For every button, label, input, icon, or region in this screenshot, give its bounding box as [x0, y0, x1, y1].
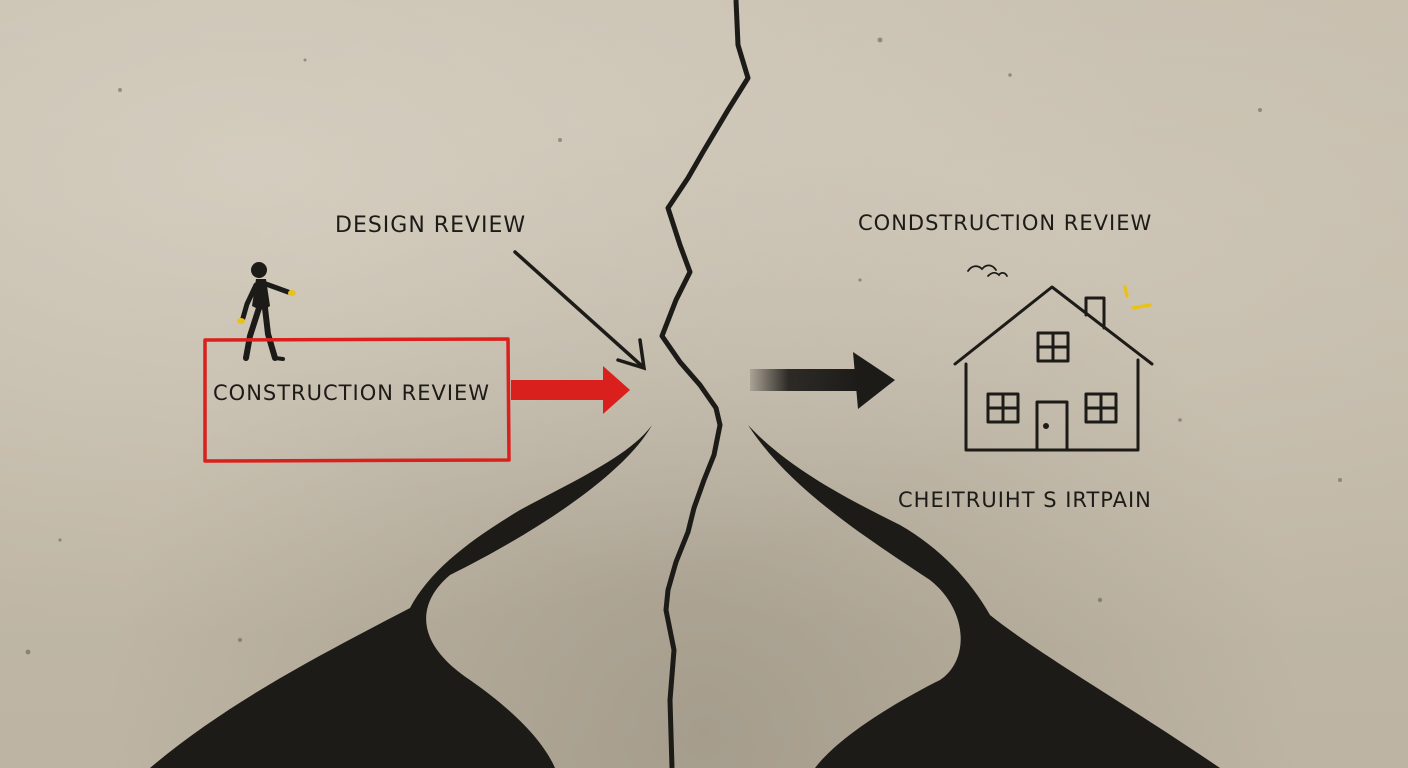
right-chasm [748, 425, 1220, 768]
design-review-label: DESIGN REVIEW [335, 213, 526, 238]
house-icon [953, 285, 1154, 452]
construction-review-left-label: CONSTRUCTION REVIEW [213, 381, 490, 405]
birds-icon [967, 264, 1008, 277]
garbled-caption: CHEITRUIHT S IRTPAIN [898, 488, 1152, 512]
construction-review-box [203, 337, 511, 463]
construction-review-right-label: CONDSTRUCTION REVIEW [858, 211, 1152, 235]
design-review-arrow [513, 250, 647, 371]
sparkle-icon [1123, 285, 1152, 310]
left-chasm [150, 425, 652, 768]
black-arrow [750, 352, 895, 409]
texture-speckles [25, 37, 1342, 655]
walking-person-icon [237, 262, 296, 361]
red-arrow [511, 366, 630, 414]
central-crack [659, 0, 751, 768]
